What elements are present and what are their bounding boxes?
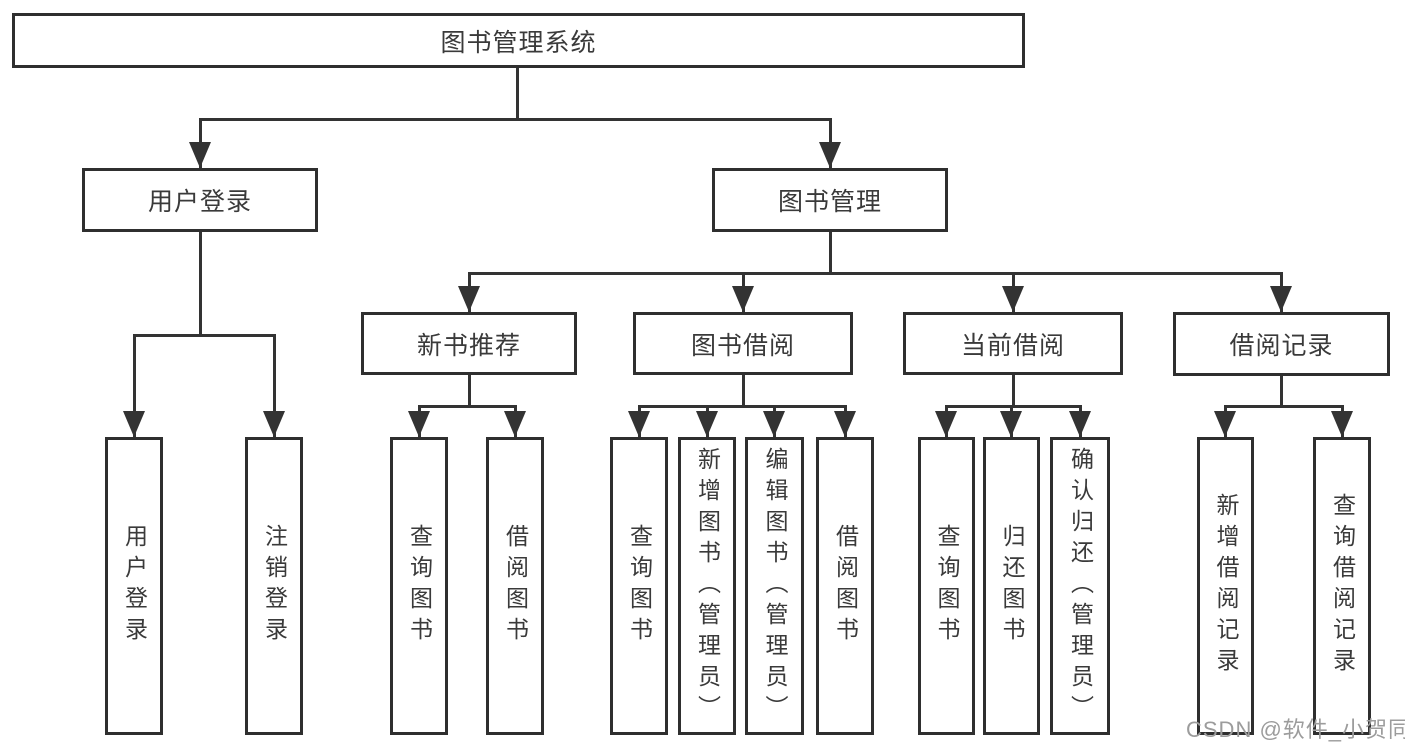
connector-root-bar: [199, 118, 831, 121]
arrowhead-leaf-e1-icon: [1214, 411, 1236, 437]
node-leaf-confirm-return-admin: 确认归还（管理员）: [1050, 437, 1110, 735]
arrowhead-borrow-records-icon: [1270, 286, 1292, 312]
connector-new-book-recommend-bar: [418, 405, 517, 408]
arrowhead-leaf-d2-icon: [1000, 411, 1022, 437]
connector-root-stem: [516, 67, 519, 120]
csdn-watermark: CSDN @软件_小贺同学: [1186, 717, 1405, 742]
node-new-book-recommend: 新书推荐: [361, 312, 577, 375]
arrowhead-current-borrow-icon: [1002, 286, 1024, 312]
arrowhead-leaf-c1-icon: [628, 411, 650, 437]
arrowhead-leaf-c4-icon: [834, 411, 856, 437]
node-leaf-query-books-borrow: 查询图书: [610, 437, 668, 735]
node-leaf-edit-books-admin: 编辑图书（管理员）: [745, 437, 804, 735]
node-borrow-records: 借阅记录: [1173, 312, 1390, 376]
arrowhead-leaf-logout-icon: [263, 411, 285, 437]
connector-current-borrow-stem: [1012, 374, 1015, 407]
connector-level3-bar: [468, 272, 1282, 275]
connector-user-login-bar: [133, 334, 276, 337]
connector-into-leaf-user-login: [133, 334, 136, 437]
node-current-borrow: 当前借阅: [903, 312, 1123, 375]
arrowhead-leaf-e2-icon: [1331, 411, 1353, 437]
node-leaf-query-borrow-record: 查询借阅记录: [1313, 437, 1371, 735]
arrowhead-leaf-user-login-icon: [123, 411, 145, 437]
node-leaf-add-borrow-record: 新增借阅记录: [1197, 437, 1254, 735]
node-leaf-borrow-books: 借阅图书: [816, 437, 874, 735]
node-user-login: 用户登录: [82, 168, 318, 232]
arrowhead-book-borrow-icon: [732, 286, 754, 312]
connector-book-borrow-bar: [638, 405, 846, 408]
arrowhead-leaf-d1-icon: [935, 411, 957, 437]
connector-borrow-records-bar: [1224, 405, 1343, 408]
node-leaf-query-books-current: 查询图书: [918, 437, 975, 735]
connector-book-management-stem: [829, 231, 832, 274]
arrowhead-leaf-b1-icon: [408, 411, 430, 437]
arrowhead-leaf-c2-icon: [696, 411, 718, 437]
node-leaf-user-login: 用户登录: [105, 437, 163, 735]
node-library-management-system: 图书管理系统: [12, 13, 1025, 68]
connector-borrow-records-stem: [1280, 376, 1283, 407]
connector-book-borrow-stem: [742, 374, 745, 407]
arrowhead-leaf-c3-icon: [763, 411, 785, 437]
connector-current-borrow-bar: [945, 405, 1081, 408]
node-leaf-return-books: 归还图书: [983, 437, 1040, 735]
arrowhead-new-book-recommend-icon: [458, 286, 480, 312]
arrowhead-leaf-d3-icon: [1069, 411, 1091, 437]
arrowhead-user-login-icon: [189, 142, 211, 168]
arrowhead-book-management-icon: [819, 142, 841, 168]
connector-user-login-stem: [199, 231, 202, 336]
node-leaf-query-books-recommend: 查询图书: [390, 437, 448, 735]
connector-new-book-recommend-stem: [468, 374, 471, 407]
node-leaf-borrow-books-recommend: 借阅图书: [486, 437, 544, 735]
arrowhead-leaf-b2-icon: [504, 411, 526, 437]
node-leaf-logout: 注销登录: [245, 437, 303, 735]
connector-into-leaf-logout: [273, 334, 276, 437]
node-book-management: 图书管理: [712, 168, 948, 232]
node-leaf-add-books-admin: 新增图书（管理员）: [678, 437, 736, 735]
node-book-borrow: 图书借阅: [633, 312, 853, 375]
